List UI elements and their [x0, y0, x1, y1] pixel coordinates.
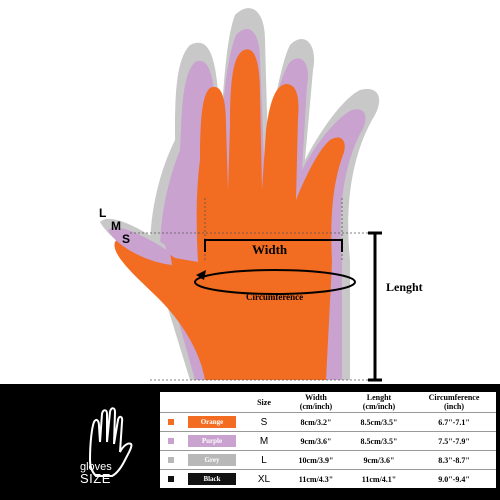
width-bracket	[204, 239, 343, 252]
color-name-badge: Black	[188, 473, 236, 485]
width-cell: 8cm/3.2"	[286, 412, 346, 432]
color-swatch-icon	[168, 475, 174, 482]
size-cell: M	[242, 431, 286, 451]
color-swatch	[160, 412, 182, 432]
circumference-arrow	[196, 270, 206, 280]
width-cell: 10cm/3.9"	[286, 450, 346, 470]
color-name-cell: Orange	[182, 412, 242, 432]
length-cell: 11cm/4.1"	[346, 469, 412, 488]
width-cell: 9cm/3.6"	[286, 431, 346, 451]
logo-line-1: gloves	[80, 461, 112, 473]
header-width: Width (cm/inch)	[299, 393, 333, 411]
size-letter-l: L	[99, 206, 107, 220]
size-table: Size Width (cm/inch) Lenght (cm/inch) Ci…	[160, 392, 496, 488]
circumference-label: Circumference	[246, 292, 304, 302]
color-swatch-icon	[168, 456, 174, 463]
length-cell: 9cm/3.6"	[346, 450, 412, 470]
header-length: Lenght (cm/inch)	[362, 393, 396, 411]
color-swatch	[160, 450, 182, 470]
color-name-badge: Purple	[188, 435, 236, 447]
length-cell: 8.5cm/3.5"	[346, 431, 412, 451]
circumference-cell: 8.3"-8.7"	[412, 450, 496, 470]
size-cell: S	[242, 412, 286, 432]
width-label: Width	[252, 242, 288, 257]
color-name-cell: Purple	[182, 431, 242, 451]
color-swatch	[160, 431, 182, 451]
length-cell: 8.5cm/3.5"	[346, 412, 412, 432]
color-name-cell: Grey	[182, 450, 242, 470]
circumference-ellipse	[194, 269, 356, 295]
header-circumference: Circumference (inch)	[428, 393, 480, 411]
circumference-cell: 9.0"-9.4"	[412, 469, 496, 488]
width-cell: 11cm/4.3"	[286, 469, 346, 488]
circumference-cell: 6.7"-7.1"	[412, 412, 496, 432]
length-label: Lenght	[386, 280, 423, 294]
size-cell: XL	[242, 469, 286, 488]
color-swatch	[160, 469, 182, 488]
size-cell: L	[242, 450, 286, 470]
color-name-badge: Grey	[188, 454, 236, 466]
color-swatch-icon	[168, 418, 174, 425]
gloves-size-logo: gloves SIZE	[80, 461, 112, 486]
size-letter-m: M	[111, 219, 121, 233]
color-name-cell: Black	[182, 469, 242, 488]
hand-logo-icon	[88, 407, 133, 477]
orange-hand	[114, 49, 345, 380]
logo-line-2: SIZE	[80, 471, 111, 486]
purple-thumb	[108, 227, 172, 265]
table-header-row: Size Width (cm/inch) Lenght (cm/inch) Ci…	[160, 392, 496, 413]
color-name-badge: Orange	[188, 416, 236, 428]
size-letter-s: S	[122, 232, 131, 246]
header-size: Size	[257, 397, 271, 407]
color-swatch-icon	[168, 437, 174, 444]
circumference-cell: 7.5"-7.9"	[412, 431, 496, 451]
